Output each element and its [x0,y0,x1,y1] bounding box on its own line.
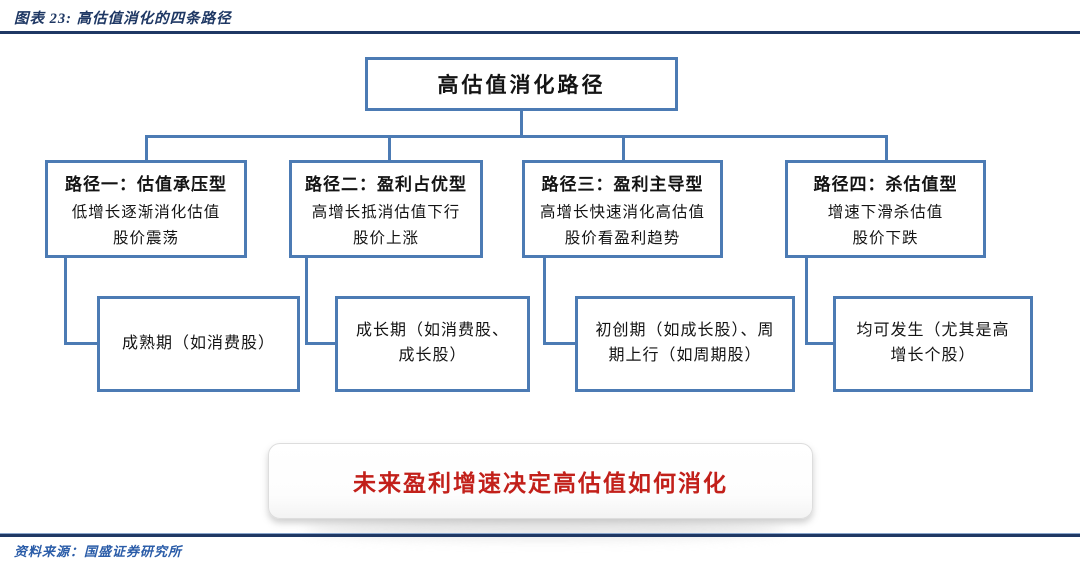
connector-root-drop [520,110,523,136]
path-2-title: 路径二：盈利占优型 [305,175,467,195]
path-node-4: 路径四：杀估值型 增速下滑杀估值 股价下跌 [785,160,986,258]
path-1-desc-2: 股价震荡 [112,229,179,247]
connector-elbow-v-1 [64,256,67,345]
path-node-3: 路径三：盈利主导型 高增长快速消化高估值 股价看盈利趋势 [522,160,723,258]
connector-drop-path4 [885,135,888,161]
title-divider [0,31,1080,34]
path-1-desc-1: 低增长逐渐消化估值 [71,203,221,221]
conclusion-text: 未来盈利增速决定高估值如何消化 [353,471,728,496]
source-note: 资料来源：国盛证券研究所 [14,544,183,559]
connector-spine [145,135,888,138]
footer-divider [0,534,1080,537]
connector-drop-path3 [622,135,625,161]
connector-elbow-h-1 [64,342,97,345]
path-node-1: 路径一：估值承压型 低增长逐渐消化估值 股价震荡 [45,160,247,258]
conclusion-banner: 未来盈利增速决定高估值如何消化 [268,443,813,519]
stage-node-4: 均可发生（尤其是高增长个股） [833,296,1033,392]
figure-title: 图表 23: 高估值消化的四条路径 [14,11,232,27]
path-3-title: 路径三：盈利主导型 [541,175,704,195]
connector-elbow-h-4 [805,342,833,345]
path-4-title: 路径四：杀估值型 [813,175,958,195]
path-4-desc-2: 股价下跌 [852,229,919,247]
stage-node-1: 成熟期（如消费股） [97,296,300,392]
connector-elbow-h-3 [543,342,575,345]
path-3-desc-1: 高增长快速消化高估值 [539,203,705,221]
connector-elbow-h-2 [305,342,335,345]
path-2-desc-1: 高增长抵消估值下行 [311,203,461,221]
stage-node-2: 成长期（如消费股、成长股） [335,296,530,392]
connector-drop-path1 [145,135,148,161]
root-node: 高估值消化路径 [365,57,678,111]
path-node-2: 路径二：盈利占优型 高增长抵消估值下行 股价上涨 [289,160,483,258]
connector-elbow-v-2 [305,256,308,345]
path-2-desc-2: 股价上涨 [352,229,419,247]
path-4-desc-1: 增速下滑杀估值 [827,203,944,221]
connector-elbow-v-3 [543,256,546,345]
connector-drop-path2 [388,135,391,161]
connector-elbow-v-4 [805,256,808,345]
stage-node-3: 初创期（如成长股）、周期上行（如周期股） [575,296,795,392]
path-1-title: 路径一：估值承压型 [65,175,227,195]
path-3-desc-2: 股价看盈利趋势 [564,229,681,247]
